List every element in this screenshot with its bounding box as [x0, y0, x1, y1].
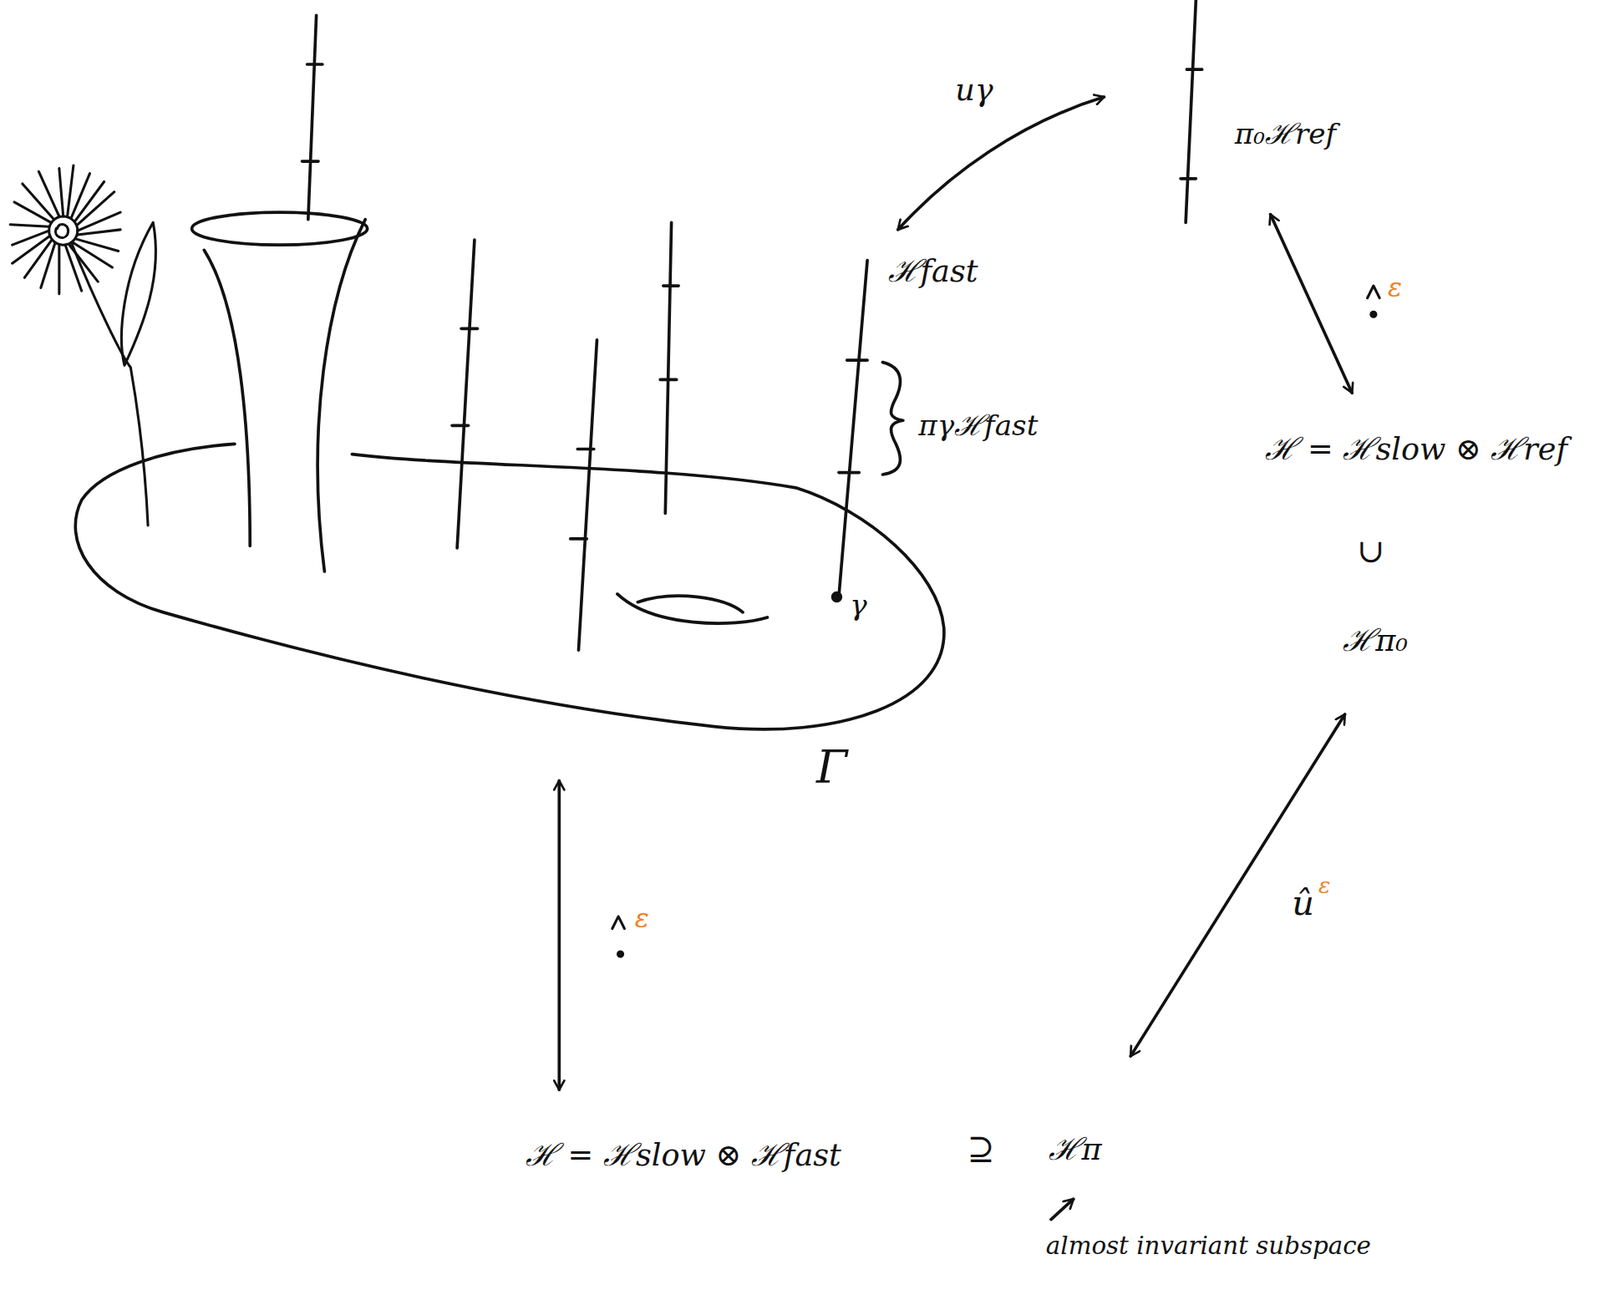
- space-label: ℋπ: [1048, 1132, 1102, 1167]
- manifold-label: Γ: [816, 742, 848, 793]
- flower: [10, 165, 156, 526]
- fibers: [302, 0, 1203, 651]
- manifold-hole: [637, 595, 743, 613]
- parameter-label: ε: [1387, 273, 1402, 303]
- space-label: π₀ℋref: [1234, 118, 1336, 151]
- point-label: γ: [849, 589, 867, 622]
- space-equation: ℋ = ℋslow ⊗ ℋref: [1264, 432, 1568, 467]
- parameter-label: ε: [1318, 873, 1331, 899]
- operator-label: uγ: [954, 73, 993, 107]
- note-text: almost invariant subspace: [1046, 1232, 1372, 1260]
- brace: [882, 362, 903, 475]
- parameter-label: ε: [634, 904, 650, 934]
- vase-body: [317, 219, 366, 572]
- space-equation: ℋ = ℋslow ⊗ ℋfast: [525, 1138, 842, 1173]
- space-label: πγℋfast: [918, 410, 1038, 442]
- inclusion-symbol: ⊇: [967, 1130, 996, 1167]
- leader-arrow: [1051, 1198, 1074, 1220]
- double-arrow: [898, 96, 1105, 230]
- inclusion-symbol: ∪: [1356, 533, 1385, 569]
- quantization-symbol: [612, 285, 1380, 957]
- double-arrow: [557, 780, 561, 1090]
- space-label: ℋπ₀: [1342, 624, 1408, 658]
- base-point: [833, 593, 842, 602]
- space-label: ℋfast: [888, 254, 979, 289]
- manifold-hole: [617, 594, 768, 624]
- double-arrow: [1270, 214, 1353, 394]
- base-manifold: [75, 443, 945, 730]
- vase-rim: [192, 212, 368, 245]
- vase-body: [203, 249, 250, 546]
- operator-label: û: [1291, 883, 1315, 923]
- double-arrow: [1130, 714, 1345, 1057]
